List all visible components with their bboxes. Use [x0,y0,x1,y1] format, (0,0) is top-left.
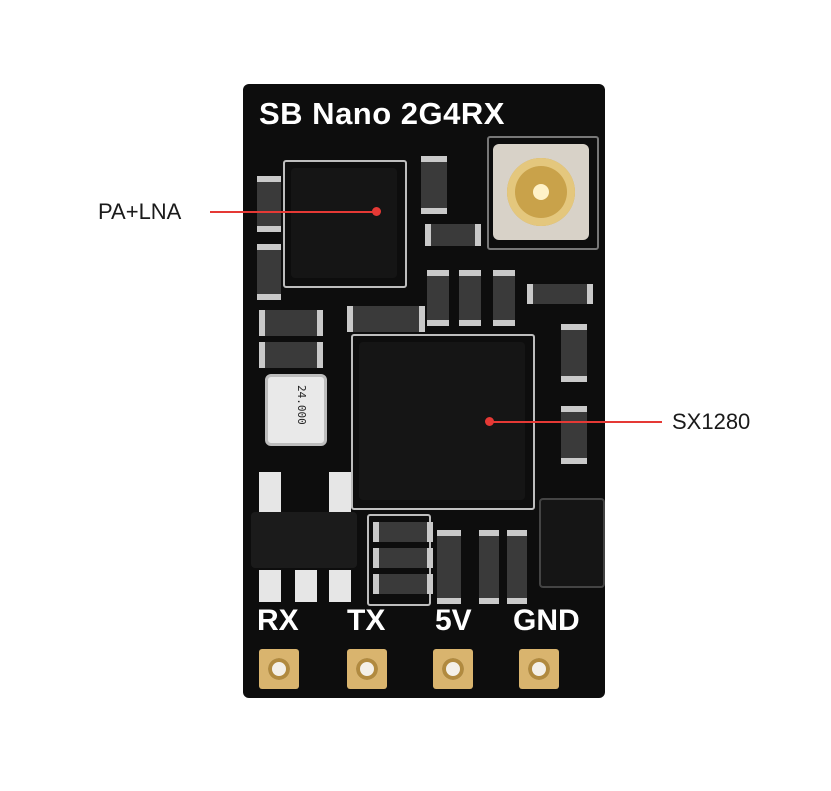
capacitor-c19 [507,530,527,604]
pa-lna-label: PA+LNA [98,199,182,224]
capacitor-c9 [347,306,425,332]
regulator-tab-right [329,472,351,512]
capacitor-c14 [373,522,433,542]
capacitor-c11 [259,342,323,368]
pin-label-5v: 5V [435,604,472,637]
regulator-pin-1 [259,570,281,602]
capacitor-c10 [259,310,323,336]
capacitor-c2 [257,244,281,300]
pa-lna-leader-dot [372,207,381,216]
regulator-tab-left [259,472,281,512]
regulator-pin-3 [329,570,351,602]
pin-label-tx: TX [347,604,386,637]
pa-lna-chip [291,168,397,278]
board-title: SB Nano 2G4RX [259,96,505,131]
capacitor-c18 [479,530,499,604]
pin-label-rx: RX [257,604,299,637]
pad-hole [442,658,464,680]
capacitor-c7 [493,270,515,326]
capacitor-c12 [561,324,587,382]
pad-gnd [519,649,559,689]
capacitor-c13 [561,406,587,464]
pad-hole [528,658,550,680]
crystal-oscillator: 24.000 [265,374,327,446]
pin-label-gnd: GND [513,604,580,637]
pa-lna-leader-line [210,211,375,213]
regulator-pin-2 [295,570,317,602]
capacitor-c16 [373,574,433,594]
receiver-pcb: SB Nano 2G4RX 24.000 RX TX 5V [243,84,605,698]
sx1280-leader-line [492,421,662,423]
pad-rx [259,649,299,689]
antenna-connector-outline [487,136,599,250]
pad-tx [347,649,387,689]
sx1280-label: SX1280 [672,409,751,434]
ufl-antenna-connector [493,144,589,240]
crystal-marking: 24.000 [295,385,308,425]
pad-5v [433,649,473,689]
pa-lna-outline [283,160,407,288]
capacitor-c8 [527,284,593,304]
capacitor-c5 [427,270,449,326]
pad-hole [268,658,290,680]
capacitor-c1 [257,176,281,232]
capacitor-c17 [437,530,461,604]
voltage-regulator [539,498,605,588]
capacitor-c3 [421,156,447,214]
ldo-regulator [251,512,357,568]
capacitor-c4 [425,224,481,246]
capacitor-c15 [373,548,433,568]
pad-hole [356,658,378,680]
capacitor-c6 [459,270,481,326]
sx1280-leader-dot [485,417,494,426]
